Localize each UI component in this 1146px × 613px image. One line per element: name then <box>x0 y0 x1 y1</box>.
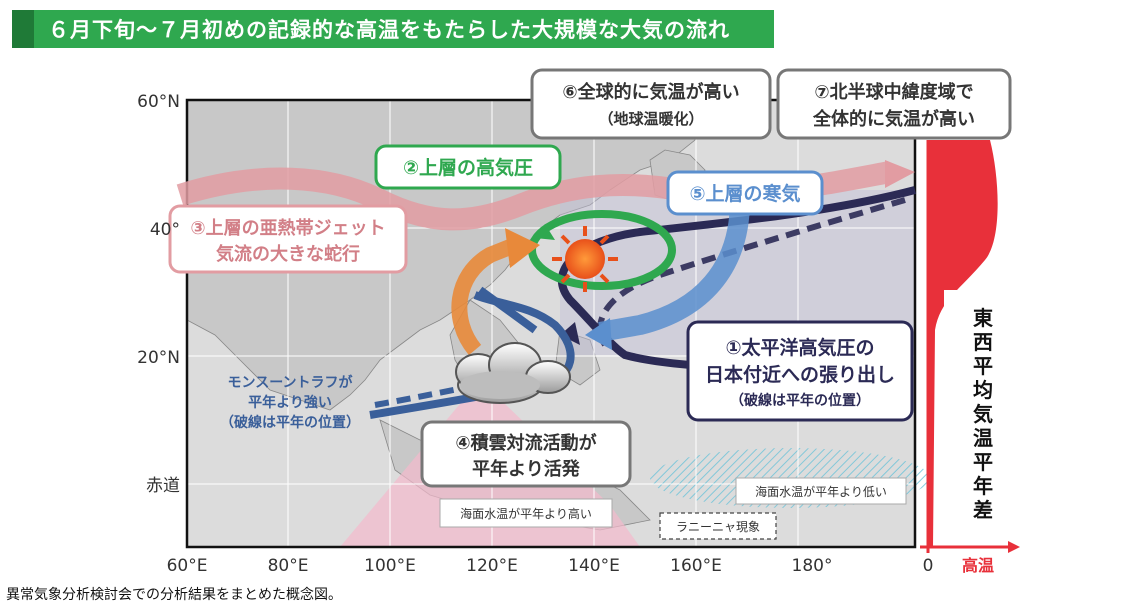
side-bar-char: 差 <box>973 498 993 522</box>
pacific-high-normal-dashed <box>597 197 906 347</box>
convection-line1: ④積雲対流活動が <box>455 432 596 454</box>
upper-high-arrow-head <box>535 224 555 240</box>
page-title: ６月下旬～７月初めの記録的な高温をもたらした大規模な大気の流れ <box>48 18 730 42</box>
monsoon-line2: 平年より強い <box>248 394 332 411</box>
nh-warm-line2: 全体的に気温が高い <box>812 108 975 130</box>
x-tick-80e: 80°E <box>268 556 309 576</box>
sun-icon <box>552 226 618 292</box>
x-tick-120e: 120°E <box>466 556 518 576</box>
title-bar <box>12 10 774 48</box>
side-bar-warm: 高温 <box>962 556 994 575</box>
figure-caption: 異常気象分析検討会での分析結果をまとめた概念図。 <box>6 587 342 603</box>
cloud-icon <box>455 342 571 404</box>
global-warm-line1: ⑥全球的に気温が高い <box>562 81 739 103</box>
sst-low-label: 海面水温が平年より低い <box>755 484 887 499</box>
upper-high-label: ②上層の高気圧 <box>403 156 533 179</box>
y-tick-20n: 20°N <box>137 348 180 368</box>
upper-cold-arrow <box>598 199 750 342</box>
x-tick-160e: 160°E <box>670 556 722 576</box>
x-tick-60e: 60°E <box>167 556 208 576</box>
box-pacific-high <box>686 320 914 422</box>
temperature-anomaly-bar <box>920 140 1020 553</box>
monsoon-arrow <box>477 286 538 334</box>
box-sst-high <box>439 498 613 528</box>
x-tick-180: 180° <box>792 556 833 576</box>
title-accent <box>12 10 34 48</box>
x-tick-140e: 140°E <box>568 556 620 576</box>
jet-line2: 気流の大きな蛇行 <box>216 243 360 265</box>
box-global-warm <box>530 68 772 140</box>
side-bar-char: 平 <box>973 450 993 474</box>
side-bar-char: 年 <box>973 474 993 498</box>
side-bar-char: 温 <box>973 426 993 450</box>
upper-cold-label: ⑤上層の寒気 <box>689 182 800 205</box>
convection-arrow-head <box>505 228 540 268</box>
y-tick-equator: 赤道 <box>146 476 180 496</box>
la-nina-label: ラニーニャ現象 <box>676 520 760 534</box>
box-sst-low <box>735 477 907 505</box>
side-bar-char: 西 <box>973 330 993 354</box>
convection-arrow <box>451 237 518 356</box>
side-bar-char: 均 <box>973 378 993 402</box>
monsoon-line3: （破線は平年の位置） <box>220 414 360 431</box>
side-bar-char: 平 <box>973 354 993 378</box>
monsoon-line1: モンスーントラフが <box>227 374 353 391</box>
nh-warm-line1: ⑦北半球中緯度域で <box>814 81 973 103</box>
box-la-nina <box>659 512 777 540</box>
box-nh-warm <box>776 68 1012 140</box>
side-bar-zero: 0 <box>923 556 934 576</box>
x-tick-100e: 100°E <box>364 556 416 576</box>
convection-line2: 平年より活発 <box>472 458 581 480</box>
side-bar-char: 東 <box>973 306 993 330</box>
jet-arrow-head <box>885 160 915 188</box>
global-warm-line2: （地球温暖化） <box>598 110 703 128</box>
box-jet <box>168 204 408 274</box>
side-bar-char: 気 <box>973 402 993 426</box>
box-upper-cold <box>666 170 824 216</box>
side-bar-vertical-label: 東 西 平 均 気 温 平 年 差 <box>973 306 993 522</box>
pacific-high-line2: 日本付近への張り出し <box>705 363 895 386</box>
box-convection <box>420 420 632 488</box>
upper-cold-arrow-head <box>585 318 612 350</box>
box-upper-high <box>374 144 562 190</box>
y-tick-60n: 60°N <box>137 92 180 112</box>
jet-line1: ③上層の亜熱帯ジェット <box>190 217 385 239</box>
y-tick-40: 40° <box>150 220 180 240</box>
pacific-high-line1: ①太平洋高気圧の <box>725 336 874 359</box>
pacific-high-line3: （破線は平年の位置） <box>730 392 870 409</box>
pacific-high-arrow-head <box>560 322 580 345</box>
sst-high-label: 海面水温が平年より高い <box>460 506 592 521</box>
